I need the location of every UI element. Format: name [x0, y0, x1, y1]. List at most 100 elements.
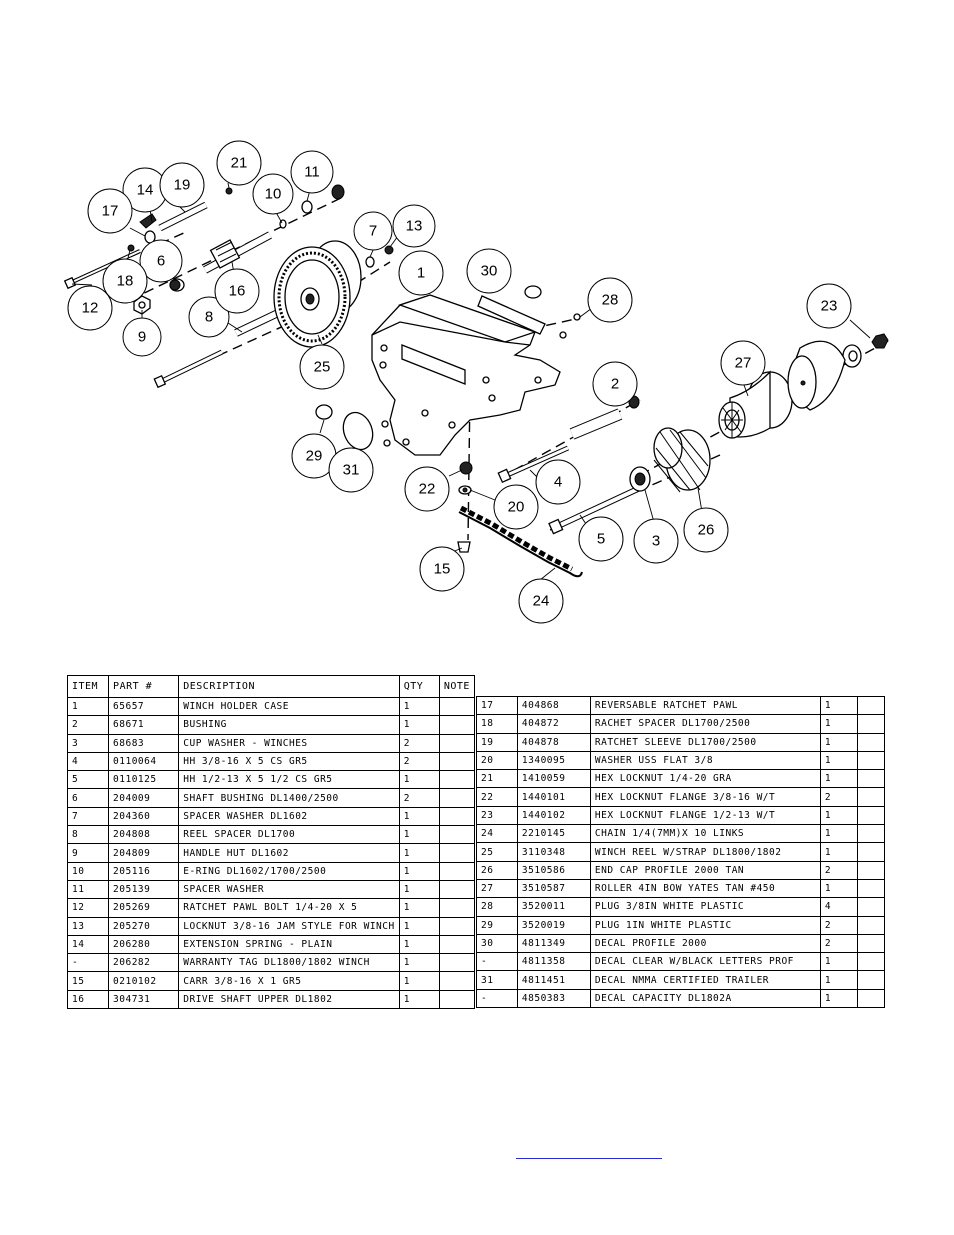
- hex-bolt-4-part: [497, 445, 570, 484]
- callout-23: 23: [806, 283, 852, 329]
- cell-item: 19: [476, 732, 518, 752]
- small-hardware: [127, 184, 889, 553]
- callout-13: 13: [392, 204, 436, 248]
- cell-qty: 1: [819, 769, 859, 789]
- cell-item: 17: [476, 695, 518, 716]
- parts-table-header: ITEM PART # DESCRIPTION QTY NOTE: [66, 675, 476, 698]
- cell-qty: 1: [819, 732, 859, 752]
- cell-part: 65657: [108, 696, 180, 717]
- cell-qty: 1: [398, 806, 440, 827]
- cell-description: DECAL CLEAR W/BLACK LETTERS PROF: [589, 952, 821, 972]
- callout-24: 24: [518, 578, 564, 624]
- cell-qty: 2: [398, 733, 440, 753]
- cell-item: 25: [476, 842, 518, 862]
- cell-qty: 1: [819, 952, 859, 972]
- cell-description: HEX LOCKNUT 1/4-20 GRA: [589, 769, 821, 789]
- cell-part: 0110125: [108, 770, 180, 790]
- cell-part: 4850383: [516, 988, 591, 1009]
- footer-link-underline[interactable]: [516, 1157, 662, 1159]
- callout-21: 21: [216, 140, 262, 186]
- cell-item: 13: [66, 916, 110, 936]
- callout-4: 4: [535, 459, 581, 505]
- cell-description: ROLLER 4IN BOW YATES TAN #450: [589, 878, 821, 899]
- cell-note: [438, 861, 476, 881]
- cell-part: 3510586: [516, 860, 591, 880]
- cell-note: [438, 879, 476, 900]
- callout-3: 3: [633, 518, 679, 564]
- svg-text:10: 10: [265, 186, 282, 203]
- cell-qty: 1: [819, 970, 859, 990]
- cell-note: [438, 916, 476, 936]
- cell-description: DECAL PROFILE 2000: [589, 933, 821, 954]
- cell-item: 26: [476, 860, 518, 880]
- cell-item: -: [66, 953, 110, 973]
- svg-text:1: 1: [417, 265, 425, 282]
- cell-part: 0210102: [108, 971, 180, 991]
- cell-description: WARRANTY TAG DL1800/1802 WINCH: [178, 953, 400, 973]
- cell-part: 204808: [108, 825, 180, 845]
- cell-part: 204809: [108, 843, 180, 863]
- cell-note: [857, 732, 885, 752]
- callout-1: 1: [398, 250, 444, 296]
- cell-description: EXTENSION SPRING - PLAIN: [178, 934, 400, 955]
- svg-text:8: 8: [205, 309, 213, 326]
- callout-11: 11: [290, 150, 334, 194]
- cell-item: 23: [476, 805, 518, 826]
- callout-7: 7: [353, 211, 393, 251]
- cell-description: RATCHET SLEEVE DL1700/2500: [589, 732, 821, 752]
- svg-text:3: 3: [652, 533, 660, 550]
- cell-qty: 1: [819, 824, 859, 844]
- cell-item: 31: [476, 970, 518, 990]
- svg-text:24: 24: [533, 593, 550, 610]
- cell-description: CHAIN 1/4(7MM)X 10 LINKS: [589, 824, 821, 844]
- callout-19: 19: [159, 162, 205, 208]
- callout-18: 18: [102, 258, 148, 304]
- cell-qty: 1: [819, 988, 859, 1009]
- callout-12: 12: [67, 285, 113, 331]
- cell-item: -: [476, 988, 518, 1009]
- cell-note: [857, 824, 885, 844]
- cell-part: 205116: [108, 861, 180, 881]
- cell-qty: 1: [398, 879, 440, 900]
- cell-item: 30: [476, 933, 518, 954]
- cell-note: [857, 842, 885, 862]
- cell-qty: 1: [398, 843, 440, 863]
- cell-description: HEX LOCKNUT FLANGE 3/8-16 W/T: [589, 787, 821, 807]
- cell-qty: 2: [819, 860, 859, 880]
- cell-part: 404872: [516, 714, 591, 734]
- cell-description: DRIVE SHAFT UPPER DL1802: [178, 989, 400, 1010]
- callout-16: 16: [214, 268, 260, 314]
- svg-text:12: 12: [82, 300, 99, 317]
- header-description: DESCRIPTION: [178, 675, 400, 698]
- cell-description: CARR 3/8-16 X 1 GR5: [178, 971, 400, 991]
- callout-31: 31: [328, 447, 374, 493]
- cell-note: [857, 805, 885, 826]
- svg-text:2: 2: [611, 376, 619, 393]
- cell-description: BUSHING: [178, 715, 400, 735]
- svg-text:11: 11: [304, 164, 320, 181]
- cell-note: [857, 878, 885, 899]
- cell-part: 1340095: [516, 750, 591, 771]
- cell-note: [857, 714, 885, 734]
- cell-note: [857, 933, 885, 954]
- cell-qty: 2: [819, 787, 859, 807]
- cell-qty: 1: [819, 878, 859, 899]
- cell-qty: 2: [819, 915, 859, 935]
- cell-part: 404878: [516, 732, 591, 752]
